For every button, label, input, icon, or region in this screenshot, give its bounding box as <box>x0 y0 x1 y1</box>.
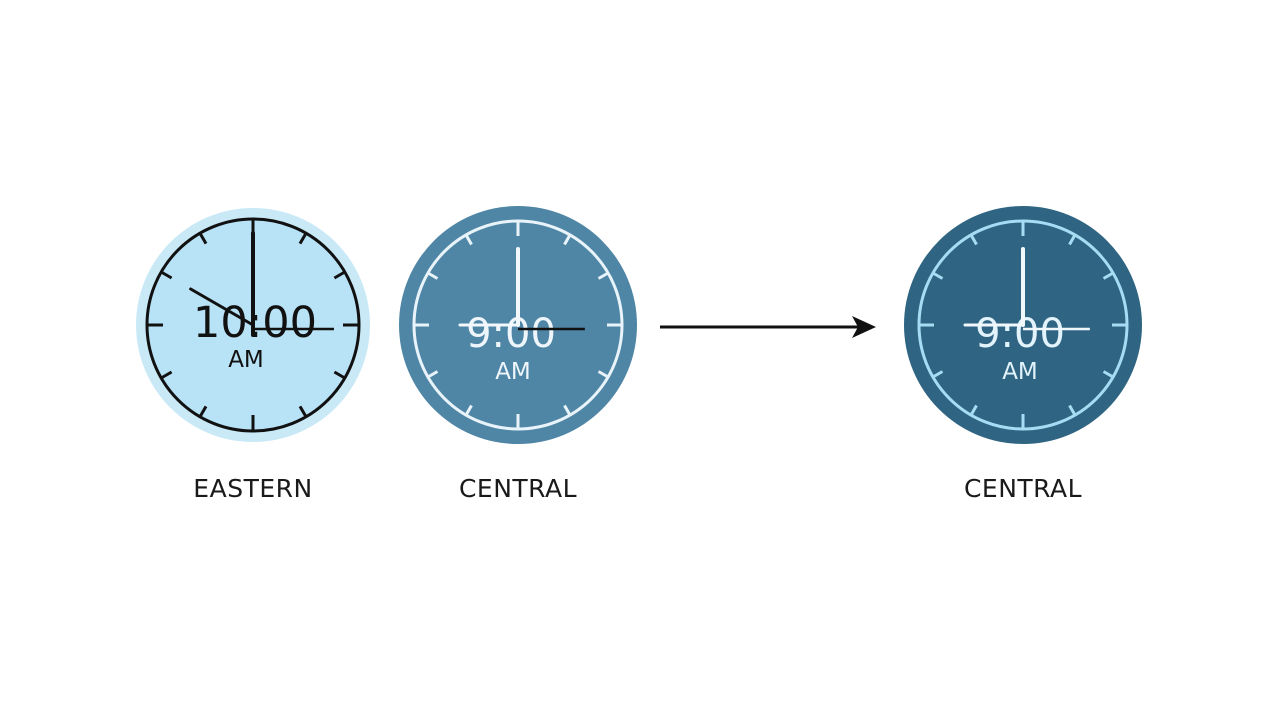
clock-time-text: 9:00 <box>975 311 1065 357</box>
clock-face-central-before: 9:00 AM <box>399 206 637 444</box>
zone-label-central-after: CENTRAL <box>963 474 1083 503</box>
clock-tick <box>333 271 345 280</box>
clock-face-central-after: 9:00 AM <box>904 206 1142 444</box>
clock-tick <box>428 370 439 378</box>
clock-tick <box>1102 272 1113 280</box>
clock-tick <box>970 404 978 415</box>
clock-meridiem-text: AM <box>495 359 531 385</box>
clock-tick <box>933 272 944 280</box>
clock-tick <box>465 404 473 415</box>
clock-face-eastern: 10:00 AM <box>136 208 370 442</box>
clock-tick <box>1068 404 1076 415</box>
clock-meridiem-text: AM <box>228 347 264 373</box>
clock-tick <box>597 272 608 280</box>
clock-tick <box>298 405 307 417</box>
clock-tick <box>970 235 978 246</box>
arrow-head <box>852 316 876 338</box>
clock-time-text: 9:00 <box>466 311 556 357</box>
clock-tick <box>1068 235 1076 246</box>
clock-tick <box>333 370 345 379</box>
clock-ticks <box>415 222 621 428</box>
clock-tick <box>428 272 439 280</box>
clock-central-after: 9:00 AM CENTRAL <box>903 205 1143 503</box>
clock-tick <box>161 271 173 280</box>
clock-central-before: 9:00 AM CENTRAL <box>398 205 638 503</box>
clock-tick <box>933 370 944 378</box>
clock-ticks <box>148 220 358 430</box>
clock-eastern: 10:00 AM EASTERN <box>133 205 373 503</box>
clock-tick <box>1102 370 1113 378</box>
clock-tick <box>161 370 173 379</box>
clock-hands <box>963 247 1090 331</box>
arrow-right-icon <box>660 316 876 338</box>
zone-label-central-before: CENTRAL <box>458 474 578 503</box>
clock-tick <box>563 404 571 415</box>
clock-hands <box>189 231 334 337</box>
clock-tick <box>465 235 473 246</box>
clock-tick <box>563 235 571 246</box>
hour-hand <box>189 287 255 327</box>
clock-tick <box>199 405 208 417</box>
clock-meridiem-text: AM <box>1002 359 1038 385</box>
zone-label-eastern: EASTERN <box>193 474 313 503</box>
clock-tick <box>298 233 307 245</box>
clock-tick <box>597 370 608 378</box>
clock-ticks <box>920 222 1126 428</box>
clock-tick <box>199 233 208 245</box>
clock-hands <box>458 247 585 331</box>
